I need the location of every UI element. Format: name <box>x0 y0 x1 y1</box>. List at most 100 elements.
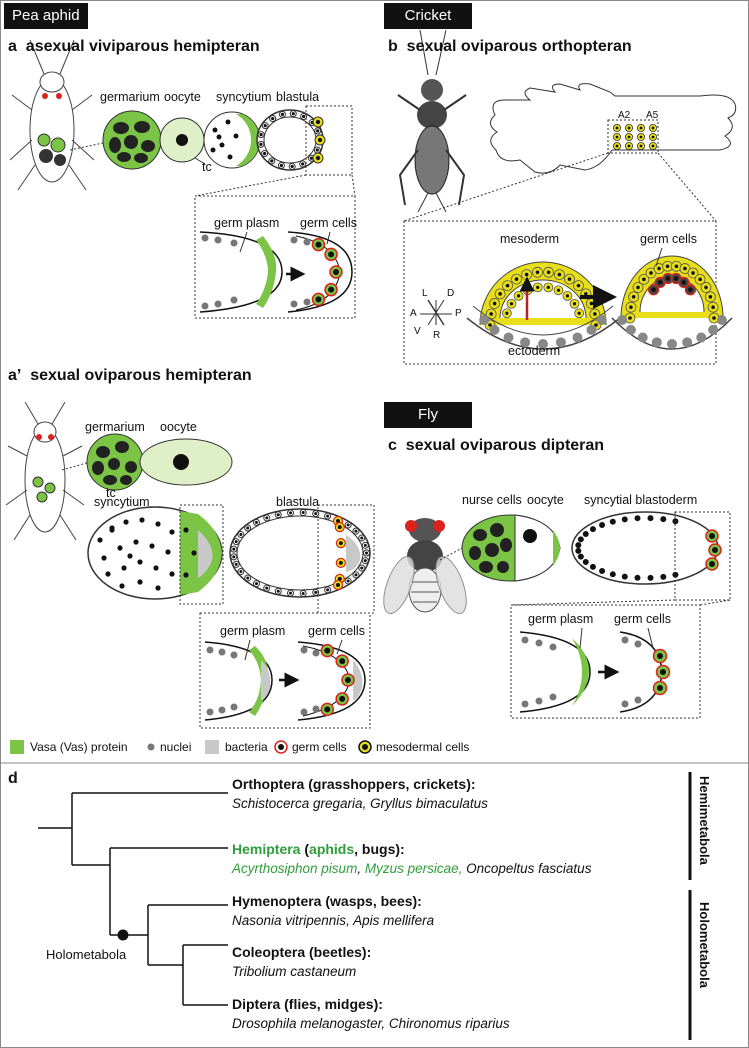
taxon-orthoptera: Orthoptera (grasshoppers, crickets): <box>232 776 476 792</box>
nucleus <box>575 547 582 554</box>
inset-c-germplasm <box>519 631 591 713</box>
nucleus <box>149 543 155 549</box>
label-mesoderm: mesoderm <box>500 232 560 246</box>
nucleus <box>582 559 589 566</box>
mesodermal-cell-nucleus <box>636 285 640 290</box>
blastula-cell-nucleus <box>265 586 269 590</box>
nucleus <box>647 515 654 522</box>
blastula-cell-nucleus <box>301 162 305 166</box>
label-germcells-a: germ cells <box>300 216 357 230</box>
species: Acyrthosiphon pisum <box>232 861 358 876</box>
panel-a-letter: a <box>8 38 17 55</box>
blastula-cell-nucleus <box>263 124 267 128</box>
nucleus <box>582 530 589 537</box>
nucleus <box>97 537 103 543</box>
nucleus <box>183 572 189 578</box>
mesodermal-cell-nucleus <box>516 294 521 298</box>
panel-c-title-text: sexual oviparous dipteran <box>405 437 605 454</box>
germarium-a2 <box>86 433 144 491</box>
germ-cell-nucleus <box>665 276 671 281</box>
blastula-cell-nucleus <box>279 163 284 167</box>
mesodermal-cell-nucleus <box>704 285 708 290</box>
germ-cell-nucleus <box>339 658 346 665</box>
mesodermal-cell-nucleus <box>572 302 577 306</box>
germ-cell-nucleus <box>709 533 715 539</box>
syncytium-a2 <box>87 506 223 600</box>
label-germcells-a2: germ cells <box>308 624 365 638</box>
panel-c-title: c sexual oviparous dipteran <box>388 437 604 455</box>
label-germarium-a2: germarium <box>85 420 145 434</box>
germ-cell-nucleus <box>709 561 715 567</box>
nucleus <box>183 527 189 533</box>
nucleus <box>660 573 667 580</box>
germ-cell-nucleus <box>673 276 679 281</box>
axis-A: A <box>410 308 417 319</box>
nucleus <box>599 568 606 575</box>
mesodermal-cell-nucleus <box>712 316 716 320</box>
species: Schistocerca gregaria <box>232 796 363 811</box>
blastula-cell-nucleus <box>265 516 269 520</box>
nucleus <box>121 565 127 571</box>
order-name: Hymenoptera <box>232 893 322 909</box>
germ-cell-nucleus <box>336 519 340 523</box>
panel-d-letter: d <box>8 770 18 787</box>
label-germcells-b: germ cells <box>640 232 697 246</box>
germ-cell-nucleus <box>339 695 346 702</box>
ectoderm-cell <box>682 337 693 348</box>
ectoderm-cell <box>586 324 597 335</box>
germ-cell-nucleus <box>337 525 342 530</box>
axis-P: P <box>455 308 462 319</box>
blastula-cell-nucleus <box>259 133 263 137</box>
mesodermal-cell-nucleus <box>546 285 550 289</box>
ectoderm-cell <box>625 324 636 335</box>
species-coleoptera: Tribolium castaneum <box>232 964 356 979</box>
label-tc-a2: tc <box>106 486 116 500</box>
embryo-cell-nucleus <box>627 135 631 139</box>
embryo-cell-nucleus <box>627 126 631 130</box>
legend-nuclei: nuclei <box>160 740 192 754</box>
germ-cell-nucleus <box>338 541 343 546</box>
blastula-cell-nucleus <box>234 540 238 544</box>
blastula-cell-nucleus <box>289 591 293 595</box>
inset-a2-germplasm <box>204 641 273 721</box>
label-a2-segment: A2 <box>618 110 631 121</box>
ectoderm-cell <box>696 332 707 343</box>
label-nurse-cells: nurse cells <box>462 493 522 507</box>
germ-cell-nucleus <box>315 296 322 303</box>
nucleus <box>119 583 125 589</box>
blastula-cell-nucleus <box>314 512 318 516</box>
ectoderm-cell <box>637 332 648 343</box>
phylogeny-tree <box>38 792 228 1006</box>
blastula-cell-nucleus <box>254 520 258 524</box>
mesodermal-cell-nucleus <box>489 312 493 316</box>
blastula-cell-nucleus <box>246 576 250 580</box>
blastula-cell-nucleus <box>239 570 243 574</box>
blastula-cell-nucleus <box>363 559 367 563</box>
egg-chamber <box>461 514 561 582</box>
mesodermal-cell-nucleus <box>317 137 323 143</box>
species: Nasonia vitripennis <box>232 913 347 928</box>
axis-D: D <box>447 288 455 299</box>
inset-a2 <box>199 612 371 729</box>
holometabola-node-label: Holometabola <box>46 947 127 962</box>
label-germarium-a: germarium <box>100 90 160 104</box>
label-oocyte-a2: oocyte <box>160 420 197 434</box>
axis-V: V <box>414 326 421 337</box>
blastula-cell-nucleus <box>354 573 358 577</box>
aphid-drawing-a <box>9 39 95 191</box>
legend-mesodermal: mesodermal cells <box>376 740 470 754</box>
mesodermal-cell-nucleus <box>708 295 713 299</box>
nucleus <box>133 539 139 545</box>
nucleus <box>109 527 115 533</box>
panel-c-letter: c <box>388 437 397 454</box>
nucleus <box>577 553 584 560</box>
common-name: (wasps, bees): <box>325 893 422 909</box>
mesodermal-cell-nucleus <box>509 302 514 306</box>
embryo-cell-nucleus <box>615 135 619 139</box>
germ-cell-nucleus <box>345 677 351 683</box>
order-name: Coleoptera <box>232 944 306 960</box>
label-germplasm-a: germ plasm <box>214 216 280 230</box>
nucleus <box>123 519 129 525</box>
syncytial-blastoderm <box>571 511 719 585</box>
inset-b <box>403 220 717 365</box>
